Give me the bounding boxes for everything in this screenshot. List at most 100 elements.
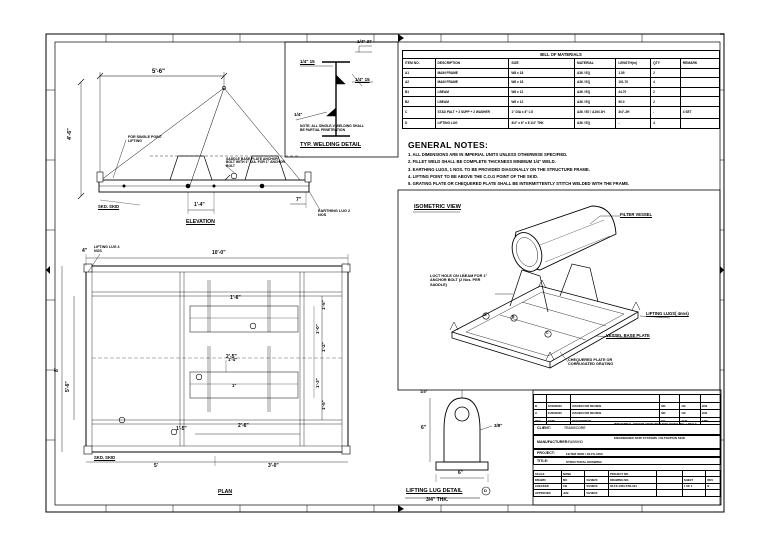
bom-cell: 1" DIA x 8" LG bbox=[508, 105, 575, 119]
dim-plan-bottom-right: 3'-0" bbox=[268, 463, 279, 469]
rev-cell bbox=[533, 394, 547, 403]
project-block: PROJECT: FILTER SKID / 02-FS-1000 bbox=[533, 449, 721, 457]
dim-plan-outer: 8' bbox=[54, 368, 60, 372]
title-name: STRUCTURAL DRAWING bbox=[566, 460, 602, 464]
tb-cell bbox=[607, 489, 658, 497]
bom-cell: I-BEAM bbox=[434, 96, 510, 107]
note-item: 4. LIFTING POINT TO BE ABOVE THE C.O.G P… bbox=[408, 173, 539, 179]
elev-skid-label: SKD. SKID bbox=[98, 204, 120, 209]
dim-plan-lower: 1'-5" bbox=[176, 426, 187, 432]
bom-cell: 2 bbox=[650, 67, 681, 79]
plan-right-dim-2: 1'-0" bbox=[315, 324, 320, 334]
bom-cell: STAD PALT + 2 SUPP + 2 WASHER bbox=[434, 105, 510, 119]
weld-detail-title: TYP. WELDING DETAIL bbox=[300, 142, 362, 148]
plan-right-dim-5: 1'-5" bbox=[321, 400, 326, 410]
bom-cell bbox=[679, 96, 721, 107]
iso-marker-b: B bbox=[512, 315, 515, 319]
weld-detail bbox=[284, 41, 399, 158]
manufacturer-name: FABSKID bbox=[568, 440, 583, 444]
dim-plan-small: 1'-4" bbox=[228, 357, 238, 362]
rev-cell: DATE bbox=[545, 416, 572, 425]
rev-row bbox=[533, 394, 722, 403]
tb-cell: DRAWN bbox=[533, 476, 562, 484]
client-block: CLIENT: TRANSCORE INDUSTRIAL GROUP / SKI… bbox=[533, 421, 721, 435]
bom-cell: MAIN FRAME bbox=[434, 77, 510, 88]
rev-cell: CB bbox=[679, 401, 701, 410]
bom-cell: 90.0 bbox=[615, 96, 652, 107]
rev-cell: APP bbox=[699, 416, 722, 425]
iso-filter-label: FILTER VESSEL bbox=[620, 212, 653, 217]
bom-cell bbox=[679, 117, 721, 129]
rev-cell: MC bbox=[659, 409, 681, 418]
rev-cell: JCB bbox=[699, 409, 722, 418]
bom-col-qty: QTY bbox=[650, 58, 681, 69]
rev-cell bbox=[659, 394, 681, 403]
dim-plan-bottom-left: 5' bbox=[154, 463, 158, 469]
dim-plan-mid-right: 2'-6" bbox=[238, 423, 249, 429]
bom-cell: - bbox=[615, 117, 652, 129]
rev-cell: ISSUED FOR REVIEW bbox=[570, 409, 661, 418]
bom-col-size: SIZE bbox=[508, 58, 575, 69]
bom-cell: A36 / EQ bbox=[573, 77, 617, 88]
rev-cell: B bbox=[533, 401, 547, 410]
bom-cell bbox=[679, 67, 721, 79]
bom-cell: 2 bbox=[650, 86, 681, 98]
client-label: CLIENT: bbox=[537, 426, 551, 430]
elevation-title: ELEVATION bbox=[186, 219, 215, 225]
bom-col-desc: DESCRIPTION bbox=[434, 58, 510, 69]
bom-cell: A1 bbox=[402, 67, 436, 79]
dim-plan-side: 5'-6" bbox=[65, 381, 71, 392]
note-item: 1. ALL DIMENSIONS ARE IN IMPERIAL UNITS … bbox=[408, 152, 568, 158]
iso-lugs-label: LIFTING LUGS( 4nos) bbox=[646, 311, 689, 316]
iso-chequered-label: CHEQUERED PLATE OR CORRUGATED GRATING bbox=[568, 358, 614, 367]
bom-cell: A36 / EQ bbox=[573, 67, 617, 79]
manufacturer-info: ENGINEERED SKID SYSTEMS / FILTRATION SKI… bbox=[614, 436, 685, 440]
bom-cell: W6 x 12 bbox=[508, 96, 575, 107]
weld-note: NOTE: ALL SINGLE-V WELDING SHALL BE PART… bbox=[300, 124, 364, 133]
elevation-view bbox=[77, 72, 321, 214]
tb-cell: PROJECT NO. bbox=[607, 469, 658, 478]
bom-col-material: MATERIAL bbox=[573, 58, 617, 69]
lug-height-dim: 6" bbox=[421, 425, 427, 431]
manufacturer-label: MANUFACTURER: bbox=[537, 440, 569, 444]
dim-elev-right: 7" bbox=[296, 197, 302, 203]
rev-cell bbox=[545, 394, 572, 403]
tb-cell: CHECKED bbox=[533, 482, 562, 491]
client-name: TRANSCORE bbox=[564, 426, 586, 430]
tb-cell bbox=[705, 469, 721, 478]
iso-base-label: VESSEL BASE PLATE bbox=[606, 333, 650, 338]
bom-cell: W6 x 12 bbox=[508, 86, 575, 98]
note-item: 2. FILLET WELD SHALL BE COMPLETE THICKNE… bbox=[408, 159, 556, 165]
bom-col-length: LENGTH(m) bbox=[615, 58, 652, 69]
tb-cell: JCB bbox=[560, 489, 586, 497]
bom-cell: B2 bbox=[402, 96, 436, 107]
lug-detail bbox=[405, 390, 493, 499]
dim-plan-inner: 1'-6" bbox=[230, 295, 241, 301]
bom-cell: 44.70 bbox=[615, 86, 652, 98]
elev-callout-lifting: FOR SINGLE POINT LIFTING bbox=[128, 135, 162, 143]
dim-elev-top: 5'-6" bbox=[152, 69, 165, 75]
tb-cell bbox=[656, 482, 683, 491]
tb-cell: DRAWING NO. bbox=[607, 476, 658, 484]
bom-header-row: ITEM NO. DESCRIPTION SIZE MATERIAL LENGT… bbox=[402, 58, 721, 69]
dim-elev-base: 1'-4" bbox=[194, 202, 205, 208]
bom-cell: D bbox=[402, 117, 436, 129]
general-notes: GENERAL NOTES: 1. ALL DIMENSIONS ARE IN … bbox=[408, 140, 713, 186]
plan-right-dim-4: 1'-3" bbox=[315, 378, 320, 388]
dim-plan-mid-left: 2'-5" bbox=[226, 354, 237, 360]
bom-cell: 3/4" x 6" x 8 1/4" THK bbox=[508, 117, 575, 129]
bom-cell: 2 bbox=[650, 96, 681, 107]
